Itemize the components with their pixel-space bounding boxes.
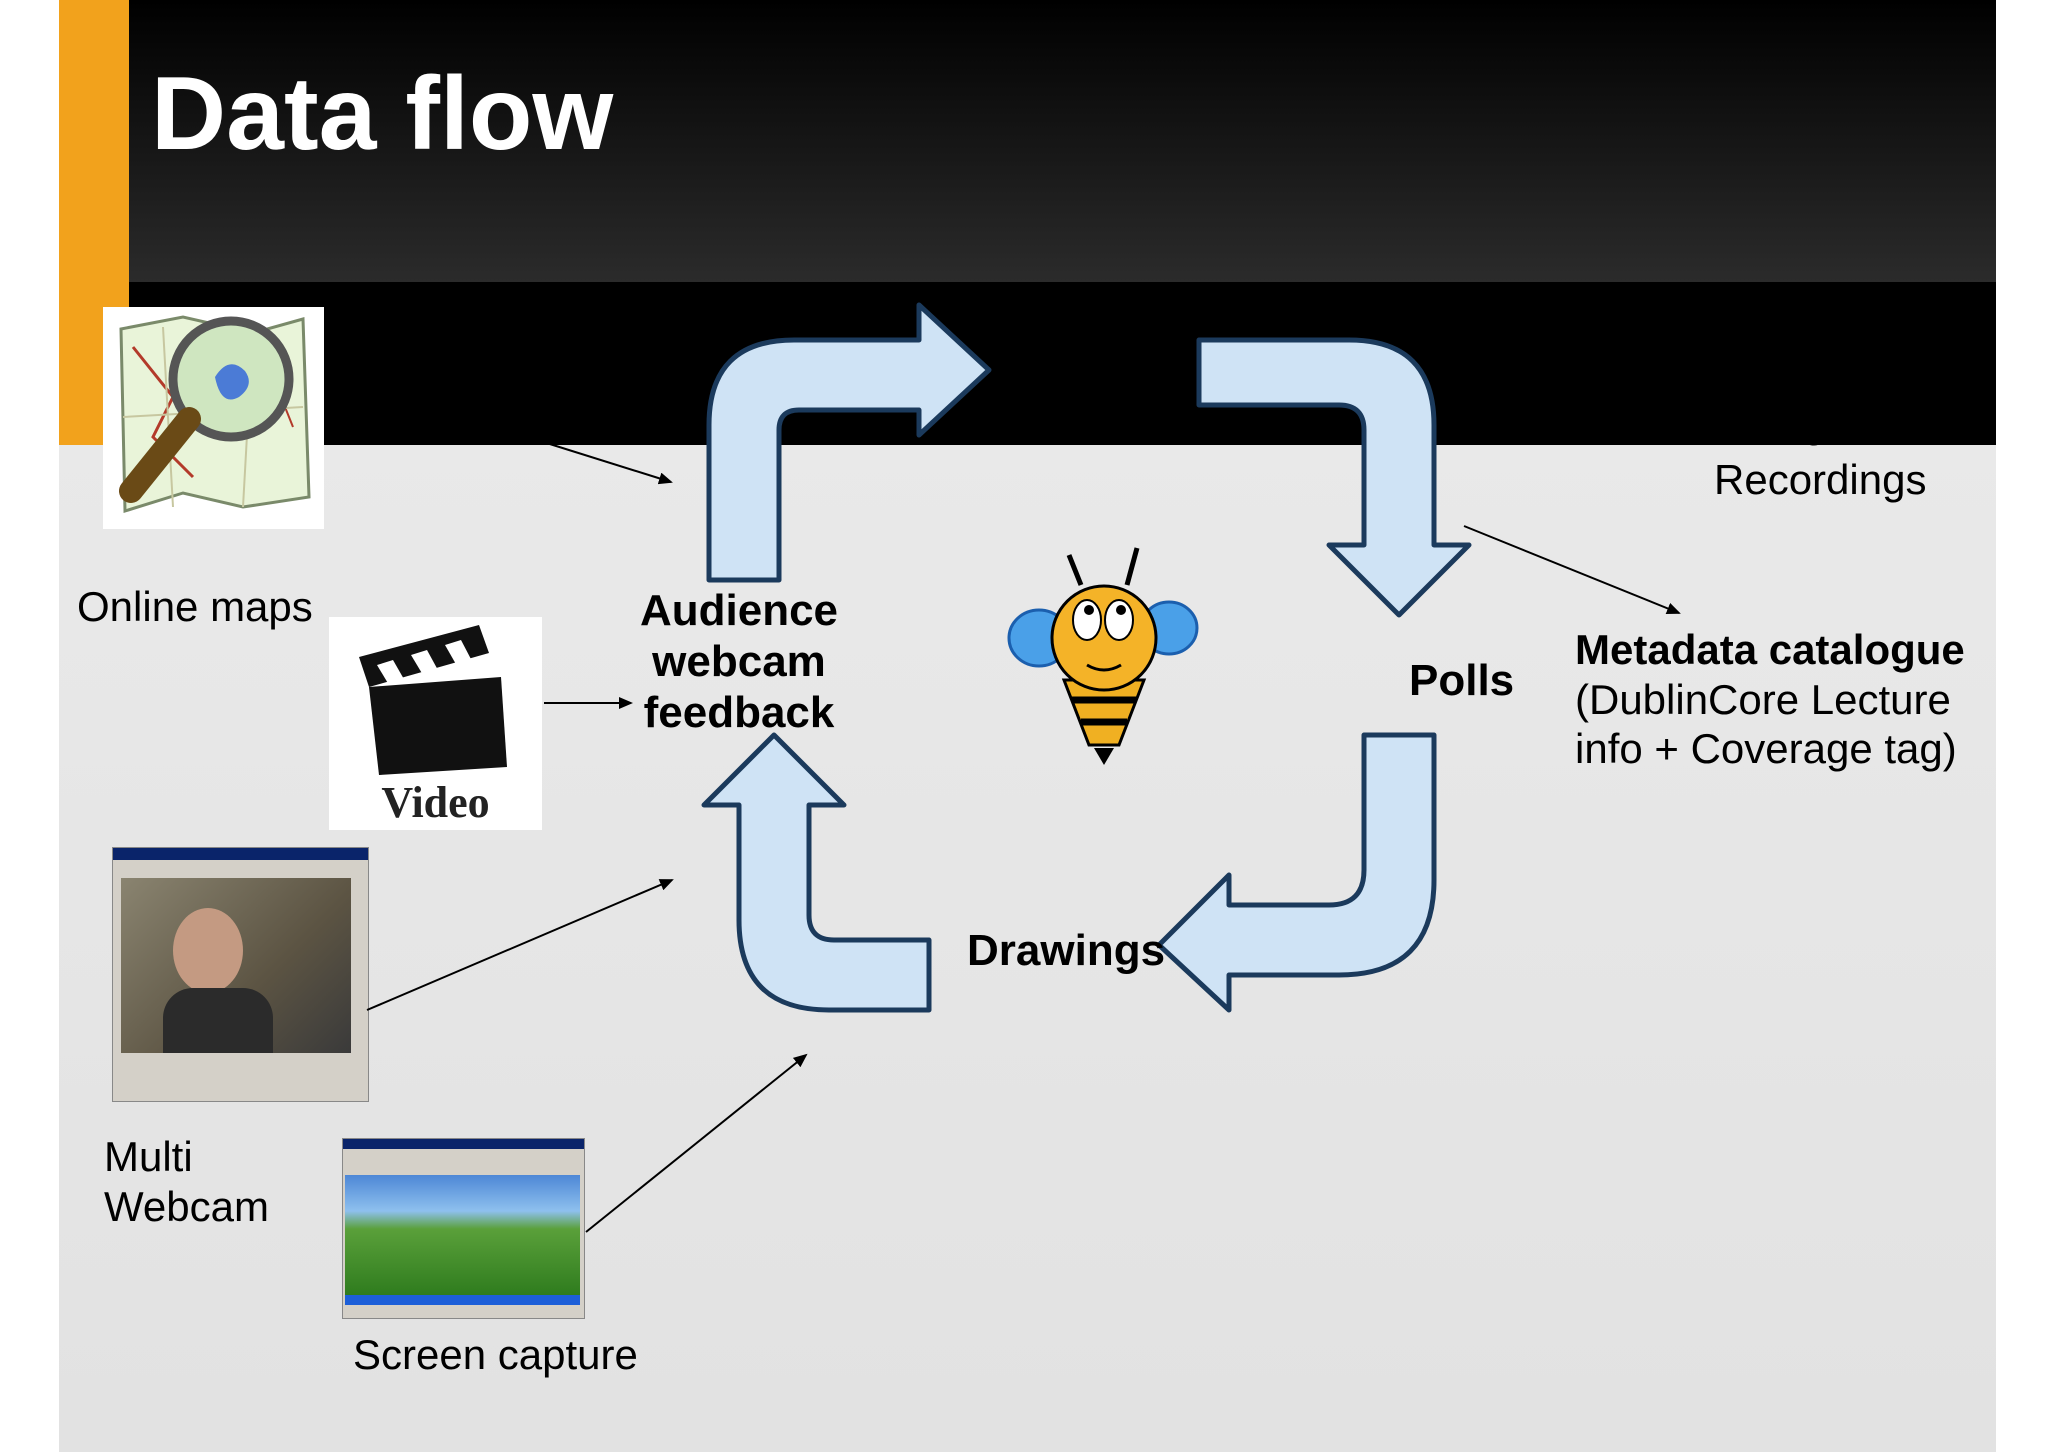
online-maps-icon [103, 307, 324, 529]
audience-line-1: Audience [639, 586, 839, 635]
cycle-arrow-bottom-right [1156, 732, 1437, 1013]
slide: Data flow Video [59, 0, 1996, 1452]
multi-webcam-line-2: Webcam [104, 1182, 269, 1230]
multi-webcam-image [112, 847, 369, 1102]
drawings-node: Drawings [967, 926, 1166, 975]
metadata-title: Metadata catalogue [1575, 626, 1965, 673]
title-header [129, 0, 1996, 282]
video-label: Video [381, 778, 490, 827]
cycle-arrow-top-left [706, 302, 992, 583]
connector-screen [585, 1053, 808, 1233]
metadata-catalogue-block: Metadata catalogue (DublinCore Lecture i… [1575, 625, 1965, 774]
categorized-label-cut: Categorized [1714, 399, 1941, 446]
multi-webcam-label: Multi Webcam [104, 1132, 269, 1231]
recordings-label: Recordings [1714, 456, 1927, 503]
screen-capture-image [342, 1138, 585, 1319]
audience-line-2: webcam [652, 637, 826, 687]
flow-diagram [366, 302, 1681, 1233]
audience-line-3: feedback [643, 688, 835, 738]
cycle-arrow-bottom-left [701, 732, 932, 1013]
video-clapperboard-icon: Video [329, 617, 542, 830]
bee-mascot-icon [1007, 547, 1199, 765]
audience-webcam-feedback-node: Audience webcam feedback [639, 585, 839, 738]
polls-node: Polls [1409, 656, 1515, 705]
metadata-desc-line-1: (DublinCore Lecture [1575, 675, 1951, 723]
header-band [129, 282, 1996, 445]
connector-webcam [366, 879, 674, 1011]
screen-capture-label: Screen capture [353, 1331, 638, 1378]
multi-webcam-line-1: Multi [104, 1133, 193, 1180]
connector-maps [536, 439, 673, 485]
metadata-desc-line-2: info + Coverage tag) [1575, 725, 1957, 773]
online-maps-label: Online maps [77, 583, 313, 630]
connector-metadata [1463, 525, 1681, 615]
cycle-arrow-top-right [1196, 337, 1472, 618]
slide-title: Data flow [151, 56, 614, 172]
